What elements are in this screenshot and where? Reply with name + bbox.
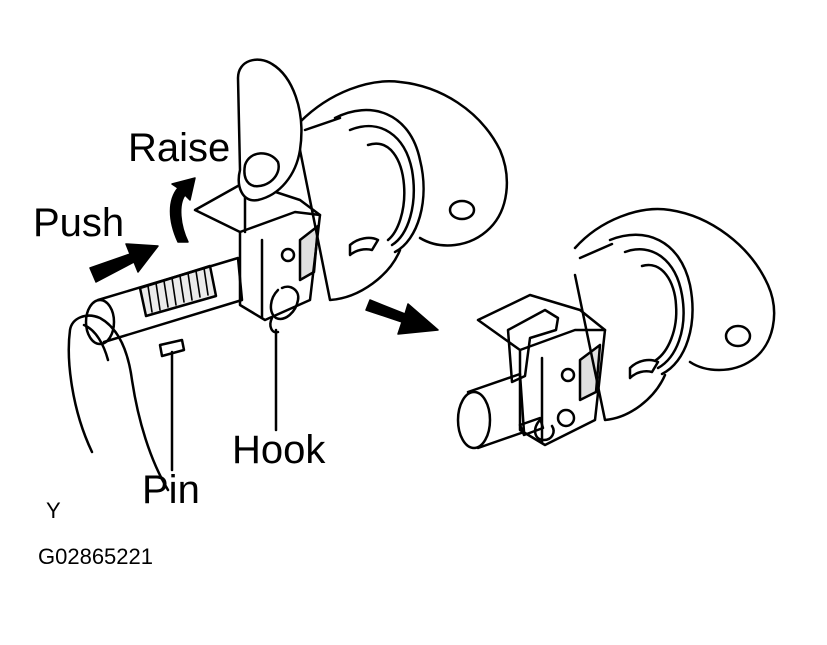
holding-hand [67, 314, 170, 492]
thumb [236, 58, 303, 202]
right-shaft-end [456, 390, 492, 450]
left-housing-notch [298, 224, 320, 282]
left-cylinder-assembly [67, 58, 509, 492]
right-pin [518, 416, 545, 437]
left-body-slot [348, 236, 380, 257]
thumb-nail [243, 152, 280, 188]
right-hook [533, 418, 555, 442]
left-hook [269, 285, 300, 321]
right-housing-notch [578, 343, 602, 402]
hand-crease [82, 323, 110, 362]
left-body-ring-3 [366, 142, 406, 242]
push-label: Push [33, 201, 125, 245]
left-body-ring-2 [348, 124, 416, 247]
right-lever [506, 308, 560, 384]
left-pin [158, 338, 186, 358]
right-body-slot [628, 358, 660, 380]
right-flange-hole [724, 324, 752, 348]
left-flange [298, 80, 509, 247]
removal-arrow [365, 299, 439, 335]
left-cylinder-body [298, 116, 402, 302]
right-body-ring-3 [640, 263, 678, 362]
figure-code: G02865221 [38, 544, 153, 569]
left-screw [280, 247, 296, 263]
right-flange [573, 207, 776, 372]
left-flange-hole [448, 199, 476, 221]
right-body-ring-1 [608, 233, 694, 376]
push-arrow [89, 243, 159, 283]
corner-mark: Y [46, 498, 61, 523]
raise-label: Raise [128, 126, 231, 170]
right-shaft [466, 372, 526, 450]
raise-arrow [169, 177, 196, 243]
left-plunger-end [84, 298, 116, 346]
right-body-ring-2 [623, 248, 685, 370]
hook-label: Hook [232, 428, 326, 472]
left-body-ring-1 [333, 108, 425, 254]
left-knurl-lines [147, 267, 209, 313]
right-screw [560, 367, 576, 383]
right-cylinder-body [573, 242, 667, 422]
right-cylinder-assembly [456, 207, 776, 450]
right-hook-ball [556, 408, 576, 428]
pin-label: Pin [142, 468, 200, 512]
left-housing-edge [238, 210, 322, 234]
right-housing-edge [518, 328, 607, 352]
